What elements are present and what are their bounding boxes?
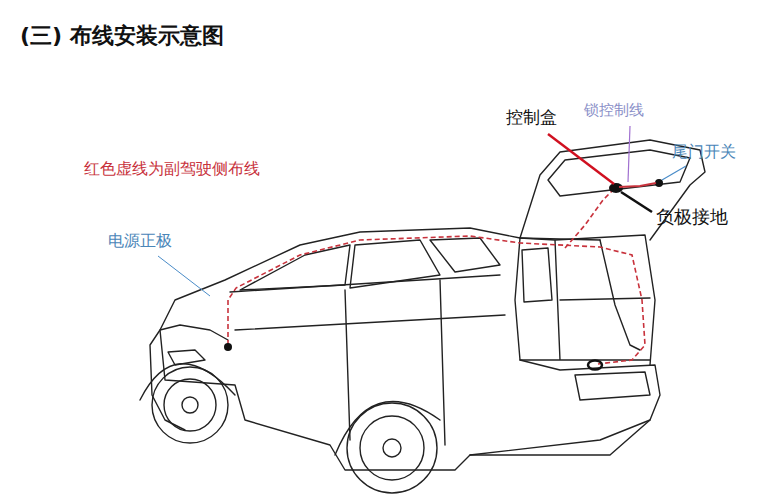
part-label: 尾门开关: [672, 143, 736, 161]
wiring-route: [228, 188, 645, 364]
note-text: 红色虚线为副驾驶侧布线: [84, 160, 260, 178]
leader-line: [662, 166, 686, 180]
part-label: 电源正极: [108, 232, 172, 250]
part-label: 锁控制线: [584, 102, 644, 119]
car-outline: [140, 140, 705, 493]
leader-line: [628, 126, 630, 182]
part-label: 负极接地: [656, 207, 728, 227]
leader-line: [548, 134, 614, 184]
title: (三) 布线安装示意图: [20, 24, 224, 48]
lock-wire: [619, 183, 656, 187]
part-label: 控制盒: [506, 108, 557, 127]
connection-points: [224, 179, 663, 370]
leader-line: [621, 192, 652, 212]
leader-line: [158, 256, 210, 296]
